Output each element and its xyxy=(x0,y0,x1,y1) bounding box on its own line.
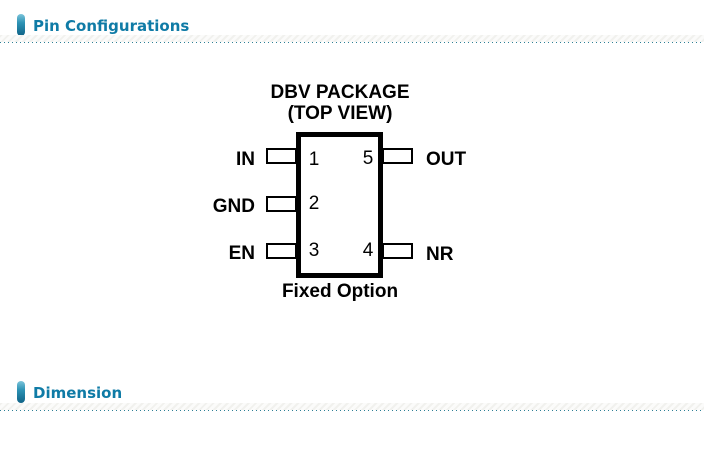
package-body-outline xyxy=(296,132,383,278)
pin-label-nr: NR xyxy=(426,244,454,265)
pin-number-5: 5 xyxy=(362,148,374,169)
section-title-pin-configurations: Pin Configurations xyxy=(33,17,190,35)
pin-number-3: 3 xyxy=(308,240,320,261)
pin-label-gnd: GND xyxy=(212,196,255,217)
package-title-line1: DBV PACKAGE xyxy=(270,82,410,103)
section-title-dimension: Dimension xyxy=(33,384,123,402)
pin-number-4: 4 xyxy=(362,240,374,261)
package-caption: Fixed Option xyxy=(281,281,399,302)
pin-lead-2 xyxy=(266,196,297,212)
pin-label-en: EN xyxy=(228,243,255,264)
package-title-line2: (TOP VIEW) xyxy=(287,103,393,124)
pin-lead-3 xyxy=(266,243,297,259)
pin-lead-4 xyxy=(382,243,413,259)
section-separator xyxy=(0,403,704,411)
pin-lead-1 xyxy=(266,148,297,164)
section-separator xyxy=(0,35,704,43)
pin-label-in: IN xyxy=(236,149,255,170)
package-title: DBV PACKAGE (TOP VIEW) xyxy=(220,82,460,124)
section-bullet-icon xyxy=(17,381,25,403)
pin-number-2: 2 xyxy=(308,193,320,214)
pin-label-out: OUT xyxy=(426,149,467,170)
section-bullet-icon xyxy=(17,14,25,36)
pin-number-1: 1 xyxy=(308,149,320,170)
pin-lead-5 xyxy=(382,148,413,164)
